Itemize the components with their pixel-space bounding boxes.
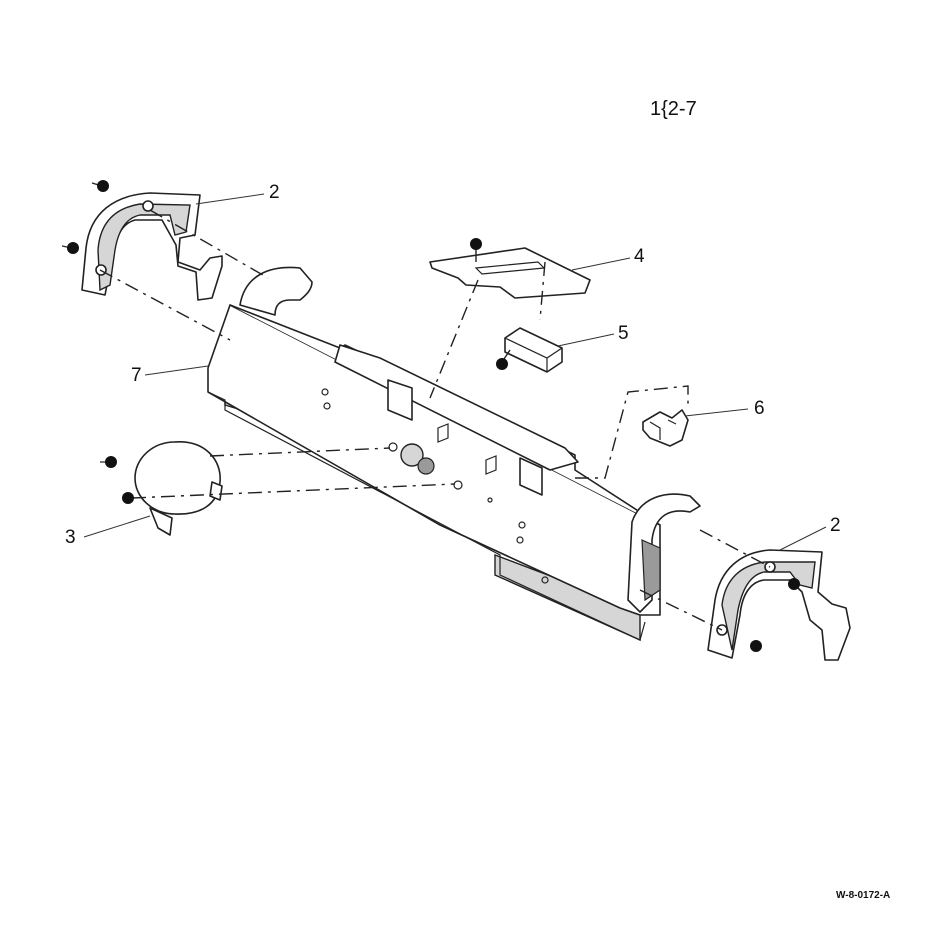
part-3-motor — [134, 441, 223, 536]
callout-6: 6 — [754, 398, 765, 419]
part-5-sensor — [504, 327, 563, 373]
screw-sensor — [496, 358, 508, 370]
callout-7: 7 — [131, 365, 142, 386]
screw-top-left-2 — [67, 242, 79, 254]
screw-motor-2 — [122, 492, 134, 504]
callout-2-lower: 2 — [830, 515, 841, 536]
callout-2-upper: 2 — [269, 182, 280, 203]
screw-motor-1 — [105, 456, 117, 468]
screw-top-left-1 — [97, 180, 109, 192]
callout-4: 4 — [634, 246, 645, 267]
part-2-lower-bracket — [707, 549, 851, 661]
screw-bottom-right-1 — [788, 578, 800, 590]
leader-lines — [83, 193, 827, 551]
drawing-number: W-8-0172-A — [836, 890, 891, 901]
part-2-upper-bracket — [81, 192, 223, 301]
part-4-plate — [429, 247, 591, 299]
part-7-frame — [207, 304, 701, 642]
frame-left-block — [239, 266, 313, 316]
callout-5: 5 — [618, 323, 629, 344]
screws — [61, 180, 800, 652]
callout-3: 3 — [65, 527, 76, 548]
screw-bottom-right-2 — [750, 640, 762, 652]
screw-plate — [470, 238, 482, 250]
assembly-lines — [99, 209, 771, 631]
part-6-connector — [642, 409, 689, 447]
figure-id: 1{2-7 — [650, 98, 697, 120]
